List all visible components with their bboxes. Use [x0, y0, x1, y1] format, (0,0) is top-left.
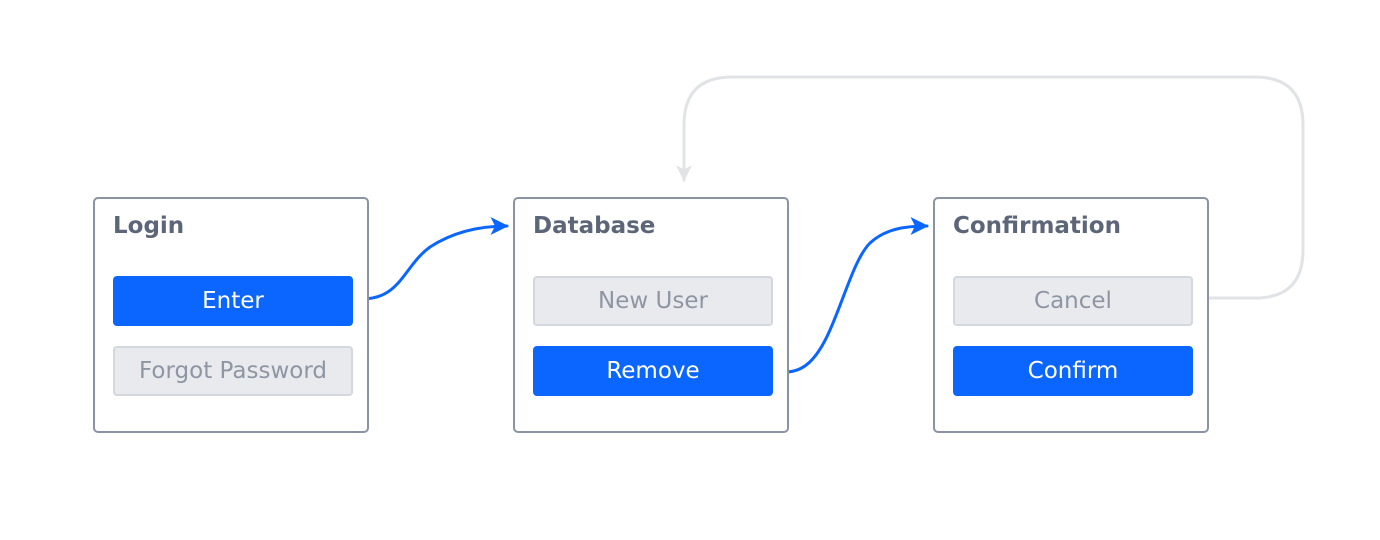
forgot-password-button[interactable]: Forgot Password — [113, 346, 353, 396]
database-title: Database — [533, 213, 656, 239]
confirmation-panel: Confirmation Cancel Confirm — [933, 197, 1209, 433]
confirmation-title: Confirmation — [953, 213, 1121, 239]
login-title: Login — [113, 213, 185, 239]
login-panel: Login Enter Forgot Password — [93, 197, 369, 433]
database-panel: Database New User Remove — [513, 197, 789, 433]
new-user-button[interactable]: New User — [533, 276, 773, 326]
connector-enter-to-database — [350, 217, 509, 301]
confirm-button[interactable]: Confirm — [953, 346, 1193, 396]
remove-button[interactable]: Remove — [533, 346, 773, 396]
connector-remove-to-confirmation — [770, 217, 929, 374]
cancel-button[interactable]: Cancel — [953, 276, 1193, 326]
enter-button[interactable]: Enter — [113, 276, 353, 326]
